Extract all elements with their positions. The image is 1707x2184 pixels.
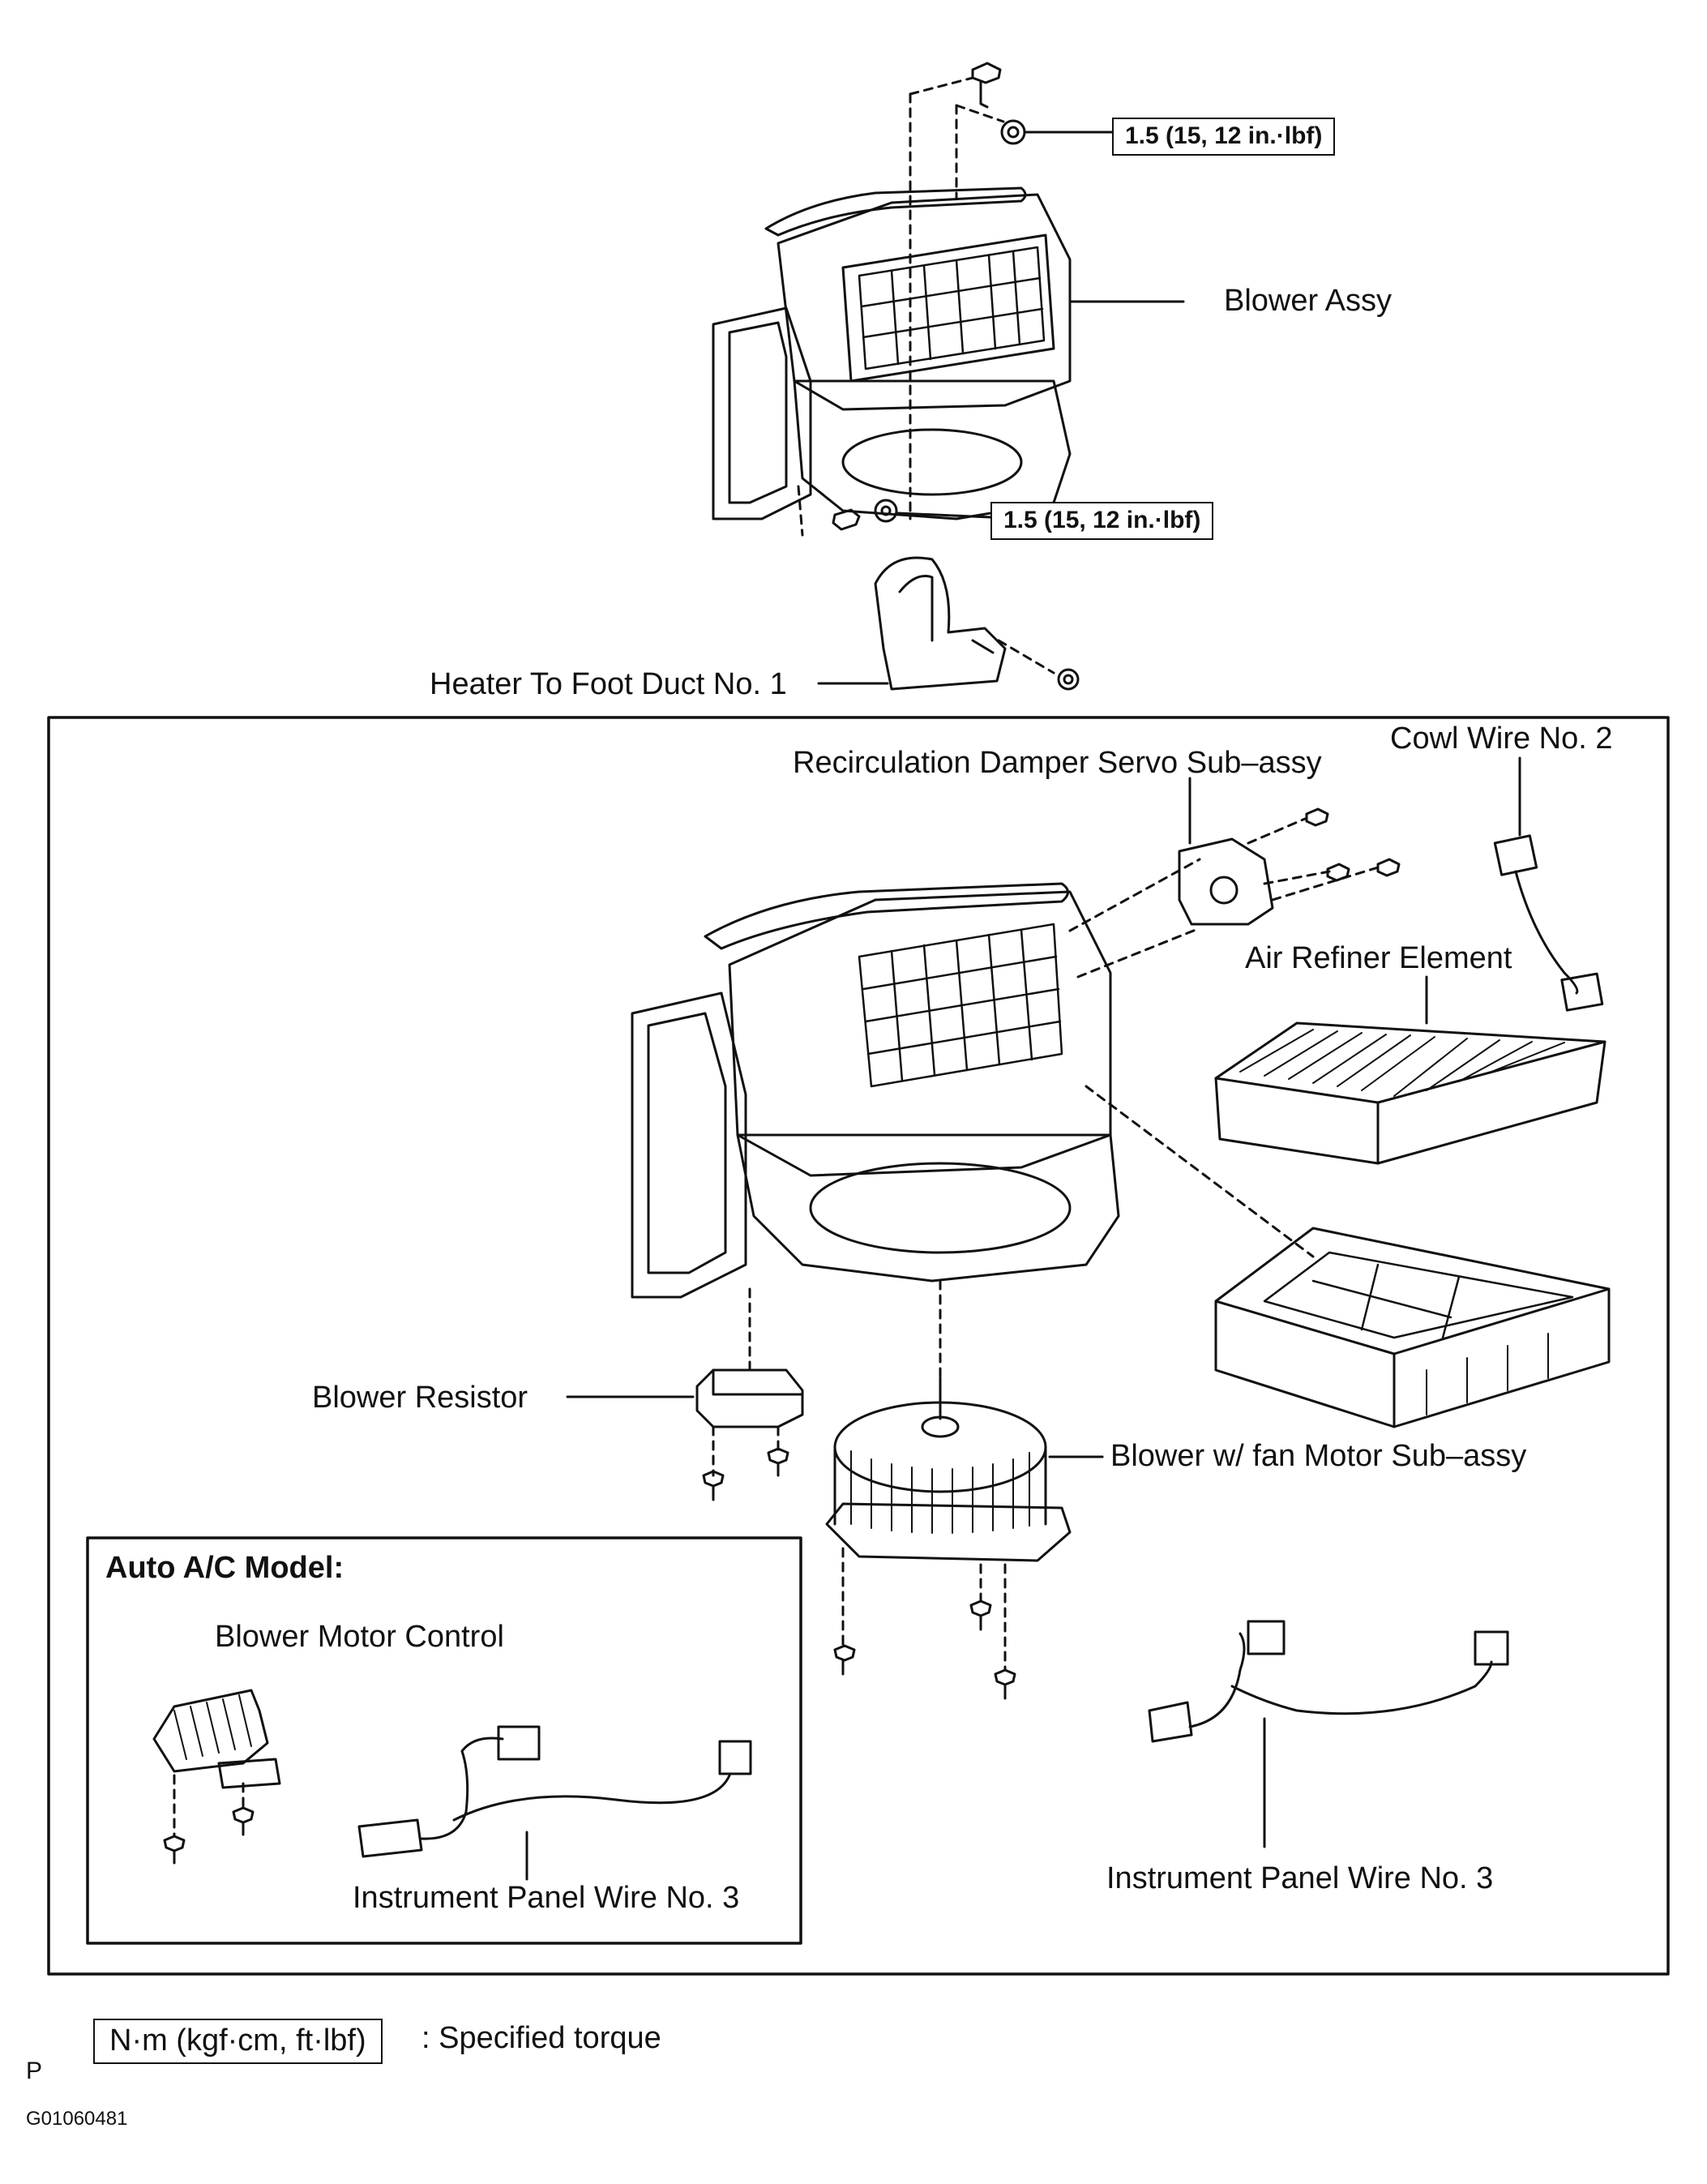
main-frame — [47, 716, 1670, 1976]
label-heater-foot-duct: Heater To Foot Duct No. 1 — [430, 667, 787, 701]
legend-unit-box: N·m (kgf·cm, ft·lbf) — [93, 2019, 383, 2064]
recirc-servo-drawing — [1178, 777, 1401, 926]
label-blower-resistor: Blower Resistor — [312, 1381, 528, 1415]
heater-foot-duct-drawing — [817, 556, 1080, 691]
air-refiner-drawing — [1214, 975, 1606, 1165]
label-ip-wire-main: Instrument Panel Wire No. 3 — [1106, 1861, 1494, 1895]
blower-assy-drawing — [712, 62, 1185, 537]
blower-fan-motor-drawing — [825, 1377, 1104, 1700]
label-ip-wire-inset: Instrument Panel Wire No. 3 — [353, 1881, 740, 1915]
torque-spec-top: 1.5 (15, 12 in.·lbf) — [1112, 118, 1336, 156]
legend-text: : Specified torque — [421, 2021, 661, 2055]
blower-resistor-drawing — [566, 1368, 804, 1501]
figure-code: G01060481 — [26, 2108, 128, 2130]
label-recirc-servo: Recirculation Damper Servo Sub–assy — [793, 746, 1322, 780]
blower-unit-large-drawing — [631, 858, 1315, 1388]
ip-wire-inset-drawing — [357, 1725, 752, 1881]
label-cowl-wire: Cowl Wire No. 2 — [1390, 722, 1613, 756]
torque-spec-bottom: 1.5 (15, 12 in.·lbf) — [990, 502, 1214, 540]
label-blower-assy: Blower Assy — [1224, 284, 1392, 318]
label-blower-fan-motor: Blower w/ fan Motor Sub–assy — [1110, 1439, 1527, 1473]
blower-motor-control-drawing — [152, 1689, 281, 1865]
filter-case-drawing — [1214, 1227, 1611, 1428]
page-mark: P — [26, 2058, 43, 2084]
auto-ac-inset-frame — [86, 1536, 802, 1945]
label-auto-ac-model: Auto A/C Model: — [105, 1551, 344, 1585]
cowl-wire-drawing — [1493, 756, 1604, 1012]
label-blower-motor-control: Blower Motor Control — [215, 1620, 504, 1654]
label-air-refiner: Air Refiner Element — [1245, 941, 1512, 975]
ip-wire-main-drawing — [1148, 1620, 1509, 1848]
